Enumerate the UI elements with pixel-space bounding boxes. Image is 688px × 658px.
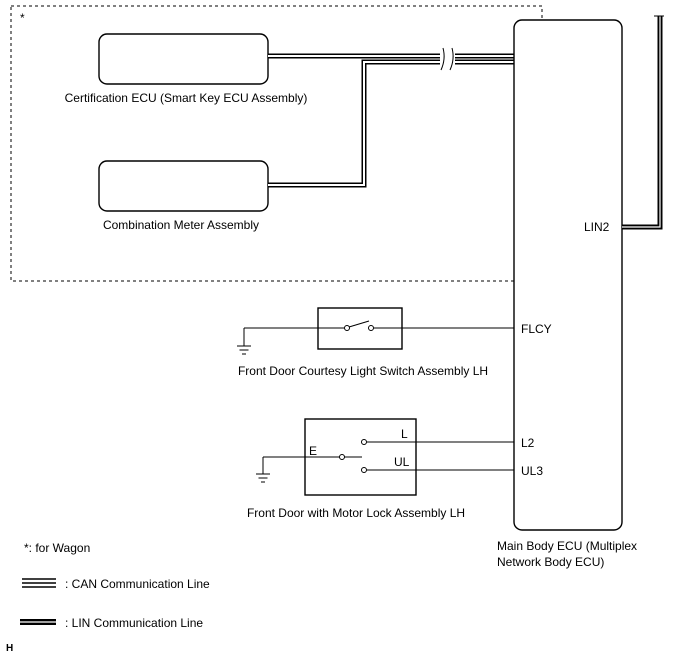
combination-meter-label: Combination Meter Assembly — [103, 218, 259, 232]
courtesy-switch-label: Front Door Courtesy Light Switch Assembl… — [238, 364, 488, 378]
main-body-ecu-box — [513, 19, 623, 531]
pin-ul3: UL3 — [521, 464, 543, 478]
door-lock-pin-ul: UL — [394, 455, 410, 469]
can-bus-lines — [268, 47, 514, 188]
pin-lin2: LIN2 — [584, 220, 610, 234]
legend-can-label: : CAN Communication Line — [65, 577, 210, 591]
lin-bus-line — [622, 15, 664, 230]
combination-meter-box — [98, 160, 269, 212]
main-body-ecu-label-line2: Network Body ECU) — [497, 555, 604, 569]
courtesy-switch-circuit — [237, 307, 514, 355]
wagon-region-outline — [10, 5, 543, 282]
legend-can-symbol — [22, 578, 56, 588]
pin-flcy: FLCY — [521, 322, 552, 336]
wagon-region-marker: * — [20, 11, 25, 25]
legend-lin-label: : LIN Communication Line — [65, 616, 203, 630]
certification-ecu-label: Certification ECU (Smart Key ECU Assembl… — [65, 91, 308, 105]
certification-ecu-box — [98, 33, 269, 85]
door-lock-label: Front Door with Motor Lock Assembly LH — [247, 506, 465, 520]
door-lock-pin-l: L — [401, 427, 408, 441]
door-lock-pin-e: E — [309, 444, 317, 458]
legend: *: for Wagon : CAN Communication Line : … — [20, 541, 210, 630]
page-mark: H — [6, 643, 13, 654]
door-lock-circuit — [256, 418, 514, 496]
pin-l2: L2 — [521, 436, 535, 450]
legend-wagon-note: *: for Wagon — [24, 541, 90, 555]
main-body-ecu-label-line1: Main Body ECU (Multiplex — [497, 539, 637, 553]
